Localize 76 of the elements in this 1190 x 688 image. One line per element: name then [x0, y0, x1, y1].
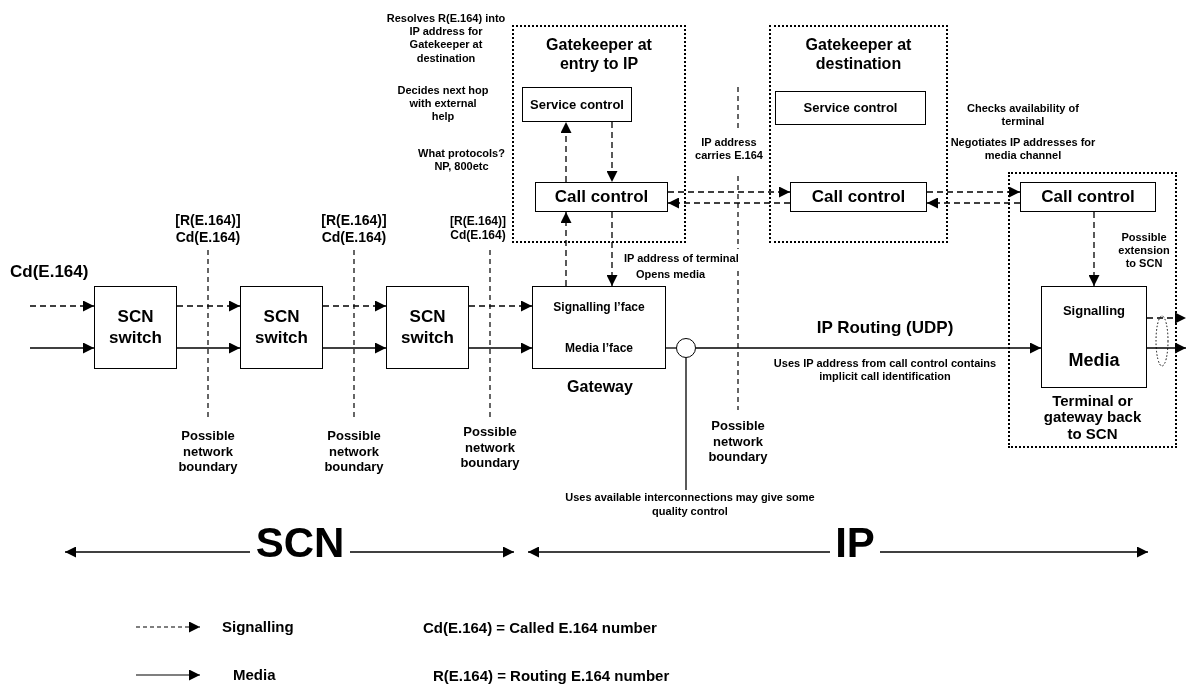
arrow	[695, 342, 1042, 354]
arrow	[1088, 211, 1100, 287]
annotation-text: Possible extension to SCN	[1117, 231, 1171, 271]
arrow	[606, 121, 618, 183]
arrow	[926, 186, 1021, 198]
box-label: SCN switch	[254, 307, 309, 348]
group-heading: Terminal or gateway back to SCN	[1042, 392, 1143, 443]
boundary-label: Possible network boundary	[707, 418, 769, 465]
box-caption: Gateway	[566, 377, 634, 397]
legend-text: Signalling	[222, 619, 294, 634]
arrow	[322, 342, 387, 354]
number-label: [R(E.164)] Cd(E.164)	[320, 212, 388, 246]
annotation-text: Uses IP address from call control contains implicit call identification	[772, 357, 998, 384]
annotation-text: Negotiates IP addresses for media channel	[949, 136, 1097, 163]
process-box	[532, 286, 666, 369]
boundary-label: Possible network boundary	[177, 428, 239, 475]
arrow	[926, 197, 1021, 209]
number-label: [R(E.164)] Cd(E.164)	[174, 212, 242, 246]
arrow	[1146, 312, 1187, 324]
arrow	[468, 300, 533, 312]
boundary-label: Possible network boundary	[323, 428, 385, 475]
domain-label: IP	[834, 522, 876, 564]
definition-text: R(E.164) = Routing E.164 number	[433, 668, 671, 683]
annotation-text: Uses available interconnections may give some quality control	[565, 490, 815, 522]
box-label: SCN switch	[400, 307, 455, 348]
arrow	[29, 342, 95, 354]
arrow	[322, 300, 387, 312]
annotation-text: Opens media	[636, 268, 707, 282]
leader-line	[685, 357, 687, 491]
box-label: Call control	[1041, 186, 1135, 208]
number-label: [R(E.164)] Cd(E.164)	[449, 214, 507, 243]
number-label: Cd(E.164)	[10, 262, 90, 283]
boundary-label: Possible network boundary	[459, 424, 521, 471]
process-box	[386, 286, 469, 369]
arrow	[29, 300, 95, 312]
process-box	[1041, 286, 1147, 388]
box-label: Media l’face	[565, 340, 633, 355]
arrow	[560, 211, 572, 287]
box-label: Service control	[530, 96, 624, 113]
arrow	[667, 197, 791, 209]
box-label: SCN switch	[108, 307, 163, 348]
box-label: Signalling	[1062, 302, 1126, 319]
group-heading: Gatekeeper at destination	[804, 35, 913, 74]
process-box	[522, 87, 632, 122]
arrow	[560, 121, 572, 183]
domain-label: SCN	[254, 522, 346, 564]
arrow	[468, 342, 533, 354]
box-label: Call control	[554, 186, 649, 208]
arrow	[606, 211, 618, 287]
process-box	[775, 91, 926, 125]
annotation-text: Checks availability of terminal	[966, 102, 1080, 129]
definition-text: Cd(E.164) = Called E.164 number	[423, 620, 658, 635]
annotation-text: IP address carries E.164	[694, 136, 764, 163]
box-label: Service control	[803, 100, 898, 116]
dotted-group-frame	[769, 25, 948, 243]
process-box	[1020, 182, 1156, 212]
process-box	[790, 182, 927, 212]
connector-line	[665, 347, 677, 349]
junction-circle	[676, 338, 696, 358]
arrow	[1146, 342, 1187, 354]
arrow	[176, 342, 241, 354]
process-box	[94, 286, 177, 369]
legend-text: Media	[233, 667, 276, 682]
arrow	[667, 186, 791, 198]
arrow	[176, 300, 241, 312]
dotted-group-frame	[512, 25, 686, 243]
group-heading: Gatekeeper at entry to IP	[545, 35, 653, 74]
box-label: Signalling l’face	[553, 300, 645, 315]
dotted-group-frame	[1008, 172, 1177, 448]
box-label: Call control	[811, 186, 906, 208]
annotation-text: What protocols? NP, 800etc	[417, 147, 506, 174]
process-box	[535, 182, 668, 212]
box-label: Media	[1068, 349, 1120, 372]
process-box	[240, 286, 323, 369]
annotation-text: Decides next hop with external help	[397, 84, 489, 124]
annotation-text: Resolves R(E.164) into IP address for Gatekeeper at destination	[385, 12, 507, 65]
